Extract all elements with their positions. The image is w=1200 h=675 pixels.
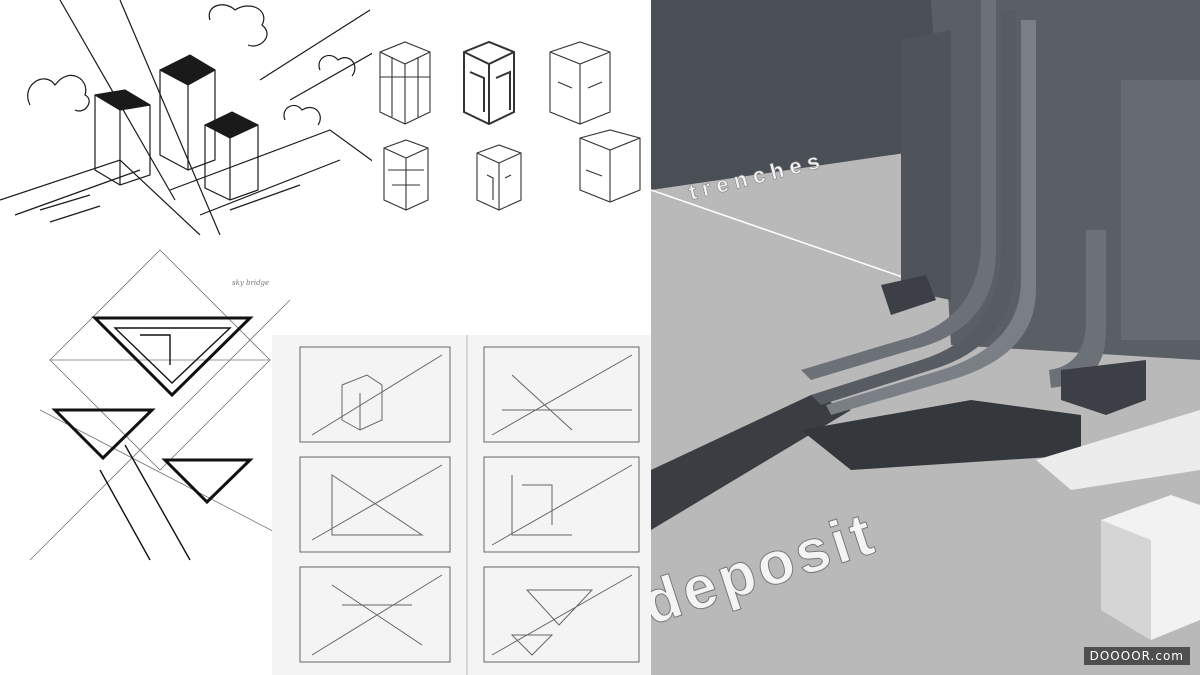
triangle-plan-sketch: sky bridge — [0, 240, 300, 565]
thumbnail-frame — [299, 456, 451, 553]
triangle-plan-drawing: sky bridge — [29, 249, 291, 561]
3d-model-render: trenches deposit — [651, 0, 1200, 675]
thumbnail-frame — [299, 566, 451, 663]
cube-sketch — [476, 144, 522, 211]
thumbnail-frame — [483, 566, 640, 663]
handwritten-note: sky bridge — [232, 279, 269, 287]
cube-sketch — [549, 41, 611, 125]
cube-sketches-drawing — [379, 40, 641, 211]
thumbnail-frame — [299, 346, 451, 443]
cube-sketch — [463, 40, 515, 126]
building-perspective-sketch — [0, 0, 378, 235]
thumbnail-frame — [483, 346, 640, 443]
sketchbook-drawing — [299, 335, 640, 675]
cube-study-sketches — [372, 30, 652, 235]
building-sketch-drawing — [0, 0, 378, 235]
watermark: DOOOOR.com — [1083, 647, 1190, 665]
thumbnail-frame — [483, 456, 640, 553]
cube-sketch — [379, 41, 431, 125]
cube-sketch — [579, 129, 641, 203]
model-render-drawing: trenches deposit — [651, 0, 1200, 675]
cube-sketch — [383, 139, 429, 211]
sketchbook-thumbnails — [272, 335, 652, 675]
